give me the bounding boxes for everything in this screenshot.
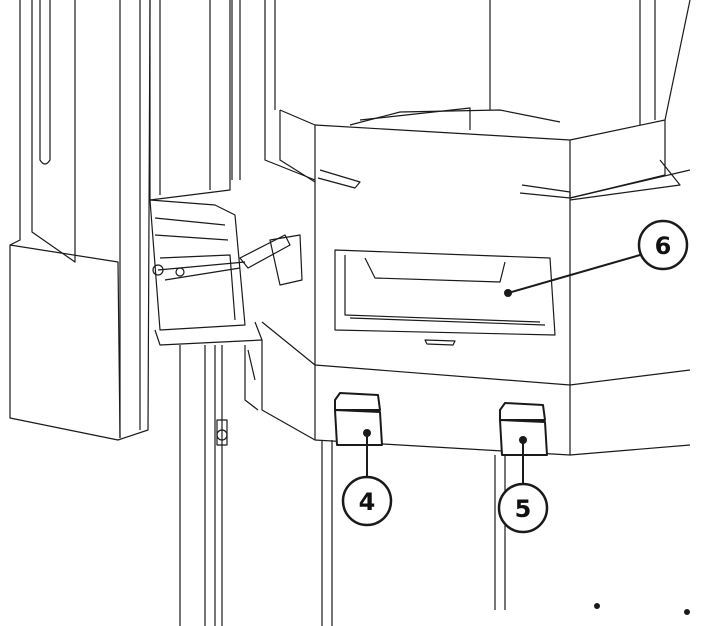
callout-6-label: 6 [655,232,672,260]
callout-5: 5 [497,482,549,534]
hinge-frame [149,0,303,626]
cabinet-body [261,0,691,626]
screw-marks [594,603,690,615]
callout-4-circle [341,475,393,527]
left-door-panel [9,0,151,441]
callout-6: 6 [637,219,689,271]
callout-5-circle [497,482,549,534]
leader-dot-6 [504,289,512,297]
leader-dot-4 [363,429,371,437]
callout-6-circle [637,219,689,271]
callout-5-label: 5 [515,495,532,523]
callout-4-label: 4 [359,488,376,516]
leader-line-6 [507,254,641,294]
leader-dot-5 [519,436,527,444]
callout-4: 4 [341,475,393,527]
latch-4 [334,392,383,446]
